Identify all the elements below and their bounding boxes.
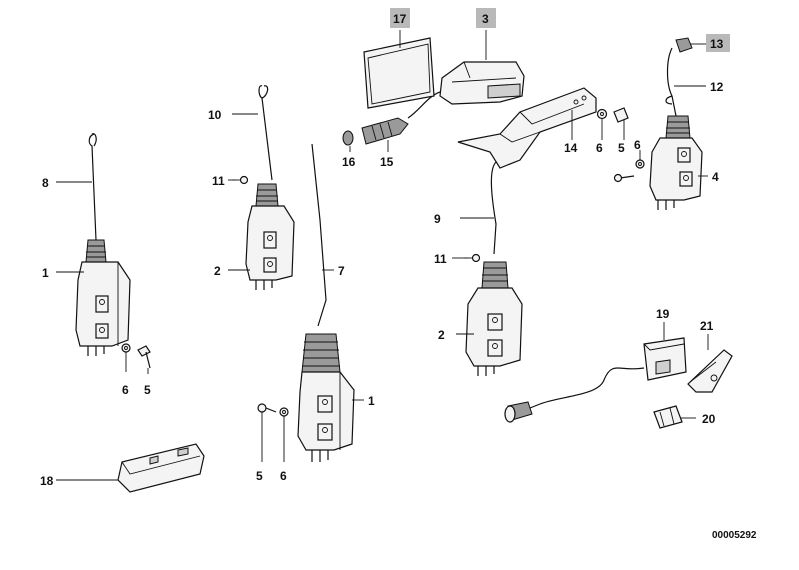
callout-11-center: 11 — [434, 252, 447, 266]
callout-11-upper: 11 — [212, 174, 225, 188]
actuator-lower-middle — [297, 143, 355, 462]
callout-3-box — [476, 8, 496, 28]
callout-1-left: 1 — [42, 266, 49, 280]
callout-13-box — [706, 34, 730, 52]
control-unit-3 — [407, 61, 525, 119]
callout-6-right-b: 6 — [634, 138, 641, 152]
callout-17-box — [390, 8, 410, 28]
callout-13: 13 — [710, 37, 724, 51]
washer-6-right-a — [596, 108, 608, 120]
callout-12: 12 — [710, 80, 724, 94]
screw-5-right-a — [613, 107, 629, 123]
callout-14: 14 — [564, 141, 578, 155]
actuator-upper-middle — [245, 85, 295, 290]
callout-3: 3 — [482, 12, 489, 26]
washer-6-left — [121, 343, 131, 353]
callout-6-right-a: 6 — [596, 141, 603, 155]
washer-6-right-b — [635, 159, 645, 169]
actuator-center-right — [465, 159, 523, 376]
holder-21 — [687, 349, 733, 393]
callout-8: 8 — [42, 176, 49, 190]
callout-2-center: 2 — [438, 328, 445, 342]
grommet-16 — [342, 130, 354, 146]
callout-15: 15 — [380, 155, 394, 169]
actuator-left — [75, 133, 131, 356]
screw-5-left — [137, 345, 151, 369]
plug-15 — [361, 117, 409, 145]
callout-20: 20 — [702, 412, 716, 426]
callout-9: 9 — [434, 212, 441, 226]
callout-1-lower: 1 — [368, 394, 375, 408]
callout-18: 18 — [40, 474, 54, 488]
switch-19 — [504, 337, 687, 423]
callout-5-left: 5 — [144, 383, 151, 397]
callout-6-left: 6 — [122, 383, 129, 397]
screw-5-lower — [257, 403, 277, 413]
callout-19: 19 — [656, 307, 670, 321]
washer-6-lower — [279, 407, 289, 417]
bracket-14 — [457, 87, 597, 169]
callout-10: 10 — [208, 108, 222, 122]
callout-7: 7 — [338, 264, 345, 278]
callout-4: 4 — [712, 170, 719, 184]
screw-5-right-b — [613, 173, 635, 183]
actuator-right — [649, 37, 703, 210]
callout-2-upper: 2 — [214, 264, 221, 278]
clip-20 — [653, 405, 683, 429]
callout-6-lower: 6 — [280, 469, 287, 483]
panel-17 — [363, 37, 435, 109]
callouts: 8 1 6 5 10 11 2 7 1 5 6 18 17 3 16 15 14… — [40, 8, 757, 541]
screw-11-upper — [232, 175, 249, 185]
cover-18 — [117, 443, 205, 493]
callout-5-right: 5 — [618, 141, 625, 155]
callout-16: 16 — [342, 155, 356, 169]
callout-17: 17 — [393, 12, 407, 26]
diagram-code: 00005292 — [712, 530, 757, 541]
leader-lines — [56, 30, 709, 481]
callout-5-lower: 5 — [256, 469, 263, 483]
callout-21: 21 — [700, 319, 714, 333]
